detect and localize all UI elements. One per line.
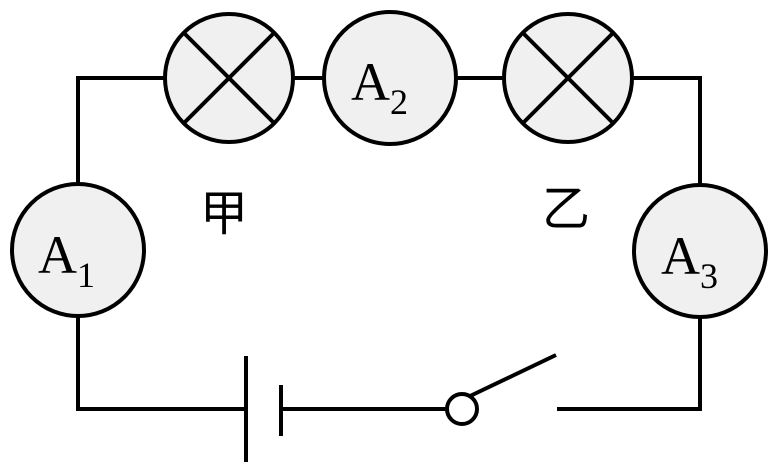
ammeter-a1-circle: [10, 182, 146, 318]
wire-bottom-left: [76, 317, 246, 411]
lamp-jia: 甲: [163, 12, 295, 242]
lamp-jia-cross-b: [182, 31, 276, 125]
battery: [244, 356, 283, 462]
ammeter-a3-subscript: 3: [700, 256, 718, 296]
ammeter-a1: A1: [10, 182, 146, 318]
ammeter-a2-circle: [322, 10, 458, 146]
lamp-yi: 乙: [502, 12, 634, 237]
ammeter-a2-label: A2: [351, 52, 408, 122]
lamp-yi-label: 乙: [542, 181, 590, 237]
lamp-jia-label: 甲: [200, 186, 248, 242]
ammeter-a1-letter: A: [38, 225, 77, 285]
switch-lever: [467, 353, 557, 399]
ammeter-a3-letter: A: [661, 226, 700, 286]
ammeter-a3-circle: [632, 183, 768, 319]
wires: [76, 76, 702, 411]
ammeter-a2: A2: [322, 10, 458, 146]
ammeter-a2-subscript: 2: [390, 82, 408, 122]
ammeter-a2-letter: A: [351, 52, 390, 112]
wire-top-left: [76, 76, 165, 185]
switch-pivot: [445, 392, 479, 426]
ammeter-a1-subscript: 1: [77, 255, 95, 295]
wire-bottom-right: [557, 316, 702, 411]
ammeter-a3-label: A3: [661, 226, 718, 296]
switch: [445, 353, 557, 426]
wire-top-right: [633, 76, 702, 186]
ammeter-a1-label: A1: [38, 225, 95, 295]
ammeter-a3: A3: [632, 183, 768, 319]
lamp-yi-cross-b: [521, 31, 615, 125]
